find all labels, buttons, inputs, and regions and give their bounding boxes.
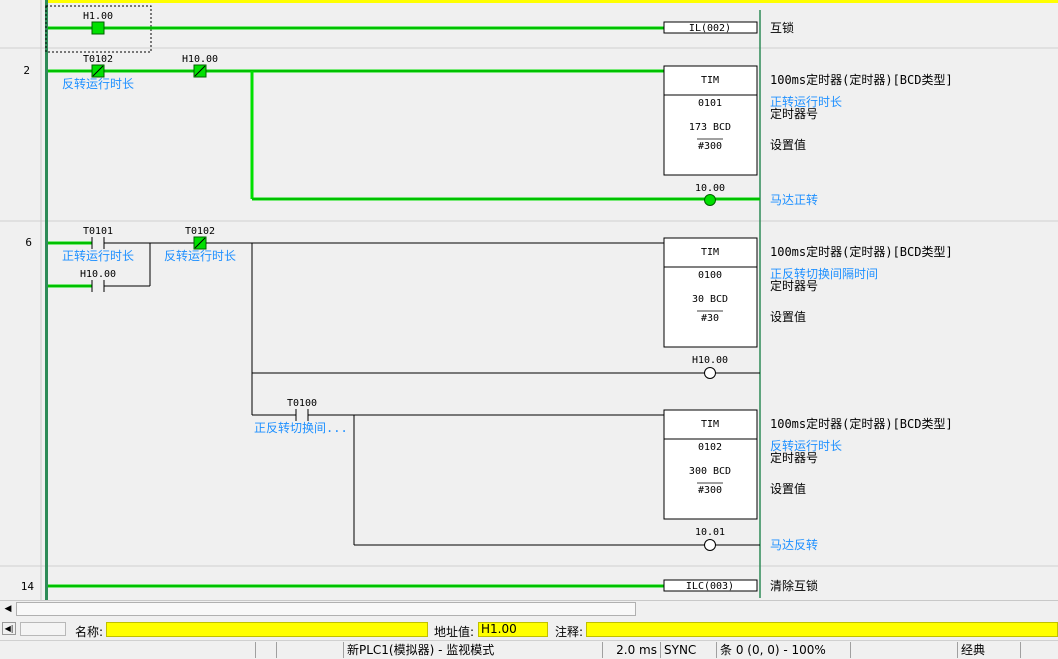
instruction-comment: 清除互锁 (770, 578, 818, 593)
scroll-left-icon[interactable]: ◀ (4, 604, 12, 614)
coil-address: H10.00 (692, 355, 728, 366)
comment-label: 注释: (555, 625, 584, 639)
timer-set-value: 300 BCD (689, 466, 731, 477)
timer-set-value: 30 BCD (692, 294, 728, 305)
plc-mode: 新PLC1(模拟器) - 监视模式 (343, 642, 601, 658)
contact-comment: 正转运行时长 (62, 248, 134, 263)
rung-number: 6 (25, 236, 32, 249)
info-bar: ◀| 名称: 地址值: H1.00 注释: (0, 619, 1058, 639)
horizontal-scrollbar[interactable]: ◀ (0, 600, 1058, 619)
contact-address: T0102 (83, 54, 113, 65)
status-cell (850, 642, 956, 658)
tim-block-0100[interactable] (663, 237, 758, 348)
contact-comment: 反转运行时长 (164, 248, 236, 263)
timer-comment: 正转运行时长 (770, 94, 842, 109)
timer-comment: 正反转切换间隔时间 (770, 266, 878, 281)
timer-set-const: #30 (701, 313, 719, 324)
timer-set-label: 设置值 (770, 137, 806, 152)
left-power-rail (45, 0, 48, 600)
status-cell (276, 642, 342, 658)
timer-comment: 反转运行时长 (770, 438, 842, 453)
contact-address: T0101 (83, 226, 113, 237)
timer-number-label: 定时器号 (770, 450, 818, 465)
timer-set-label: 设置值 (770, 481, 806, 496)
contact-t0100[interactable] (295, 408, 309, 422)
contact-address: T0100 (287, 398, 317, 409)
status-cell (1020, 642, 1058, 658)
timer-set-const: #300 (698, 141, 722, 152)
ilc-instruction-box[interactable] (663, 579, 758, 592)
tim-block-0102[interactable] (663, 409, 758, 520)
sync-status: SYNC (660, 642, 716, 658)
contact-address: H1.00 (83, 11, 113, 22)
tim-block-0101[interactable] (663, 65, 758, 176)
coil-comment: 马达反转 (770, 537, 818, 552)
il-instruction: IL(002) (689, 23, 731, 34)
timer-type-comment: 100ms定时器(定时器)[BCD类型] (770, 72, 953, 87)
timer-set-value: 173 BCD (689, 122, 731, 133)
coil-h10-00[interactable] (704, 367, 716, 379)
step-back-icon[interactable]: ◀| (2, 622, 16, 635)
contact-h1-00[interactable] (91, 21, 105, 35)
contact-address: T0102 (185, 226, 215, 237)
timer-number-label: 定时器号 (770, 106, 818, 121)
contact-h10-00[interactable] (91, 279, 105, 293)
timer-number: 0101 (698, 98, 722, 109)
contact-address: H10.00 (80, 269, 116, 280)
coil-10-00[interactable] (704, 194, 716, 206)
timer-type-comment: 100ms定时器(定时器)[BCD类型] (770, 416, 953, 431)
coil-address: 10.01 (695, 527, 725, 538)
timer-set-const: #300 (698, 485, 722, 496)
timer-name: TIM (701, 247, 719, 258)
rung-separators (0, 47, 1058, 567)
ladder-diagram[interactable]: 2 6 14 H1.00 IL(002) 互锁 T0102 反转运行时长 H10… (0, 0, 1058, 600)
name-field[interactable] (106, 622, 428, 637)
timer-name: TIM (701, 75, 719, 86)
rung-number: 14 (21, 580, 35, 593)
timer-number: 0102 (698, 442, 722, 453)
contact-t0101[interactable] (91, 236, 105, 250)
address-label: 地址值: (434, 625, 475, 639)
timer-number-label: 定时器号 (770, 278, 818, 293)
instruction-comment: 互锁 (770, 20, 794, 35)
nav-field (20, 622, 66, 636)
timer-number: 0100 (698, 270, 722, 281)
top-highlight-bar (45, 0, 1058, 3)
ilc-instruction: ILC(003) (686, 581, 734, 592)
contact-comment: 正反转切换间... (254, 420, 348, 435)
contact-comment: 反转运行时长 (62, 76, 134, 91)
timer-type-comment: 100ms定时器(定时器)[BCD类型] (770, 244, 953, 259)
name-label: 名称: (75, 625, 104, 639)
il-instruction-box[interactable] (663, 21, 758, 34)
rung-number: 2 (23, 64, 30, 77)
address-field[interactable]: H1.00 (478, 622, 548, 637)
contact-address: H10.00 (182, 54, 218, 65)
coil-address: 10.00 (695, 183, 725, 194)
cursor-position: 条 0 (0, 0) - 100% (716, 642, 850, 658)
timer-set-label: 设置值 (770, 309, 806, 324)
status-cell (255, 642, 275, 658)
cycle-time: 2.0 ms (602, 642, 660, 658)
coil-comment: 马达正转 (770, 192, 818, 207)
status-bar: 新PLC1(模拟器) - 监视模式 2.0 ms SYNC 条 0 (0, 0)… (0, 640, 1058, 659)
display-style: 经典 (957, 642, 1019, 658)
timer-name: TIM (701, 419, 719, 430)
scroll-thumb[interactable] (16, 602, 636, 616)
comment-field[interactable] (586, 622, 1058, 637)
coil-10-01[interactable] (704, 539, 716, 551)
